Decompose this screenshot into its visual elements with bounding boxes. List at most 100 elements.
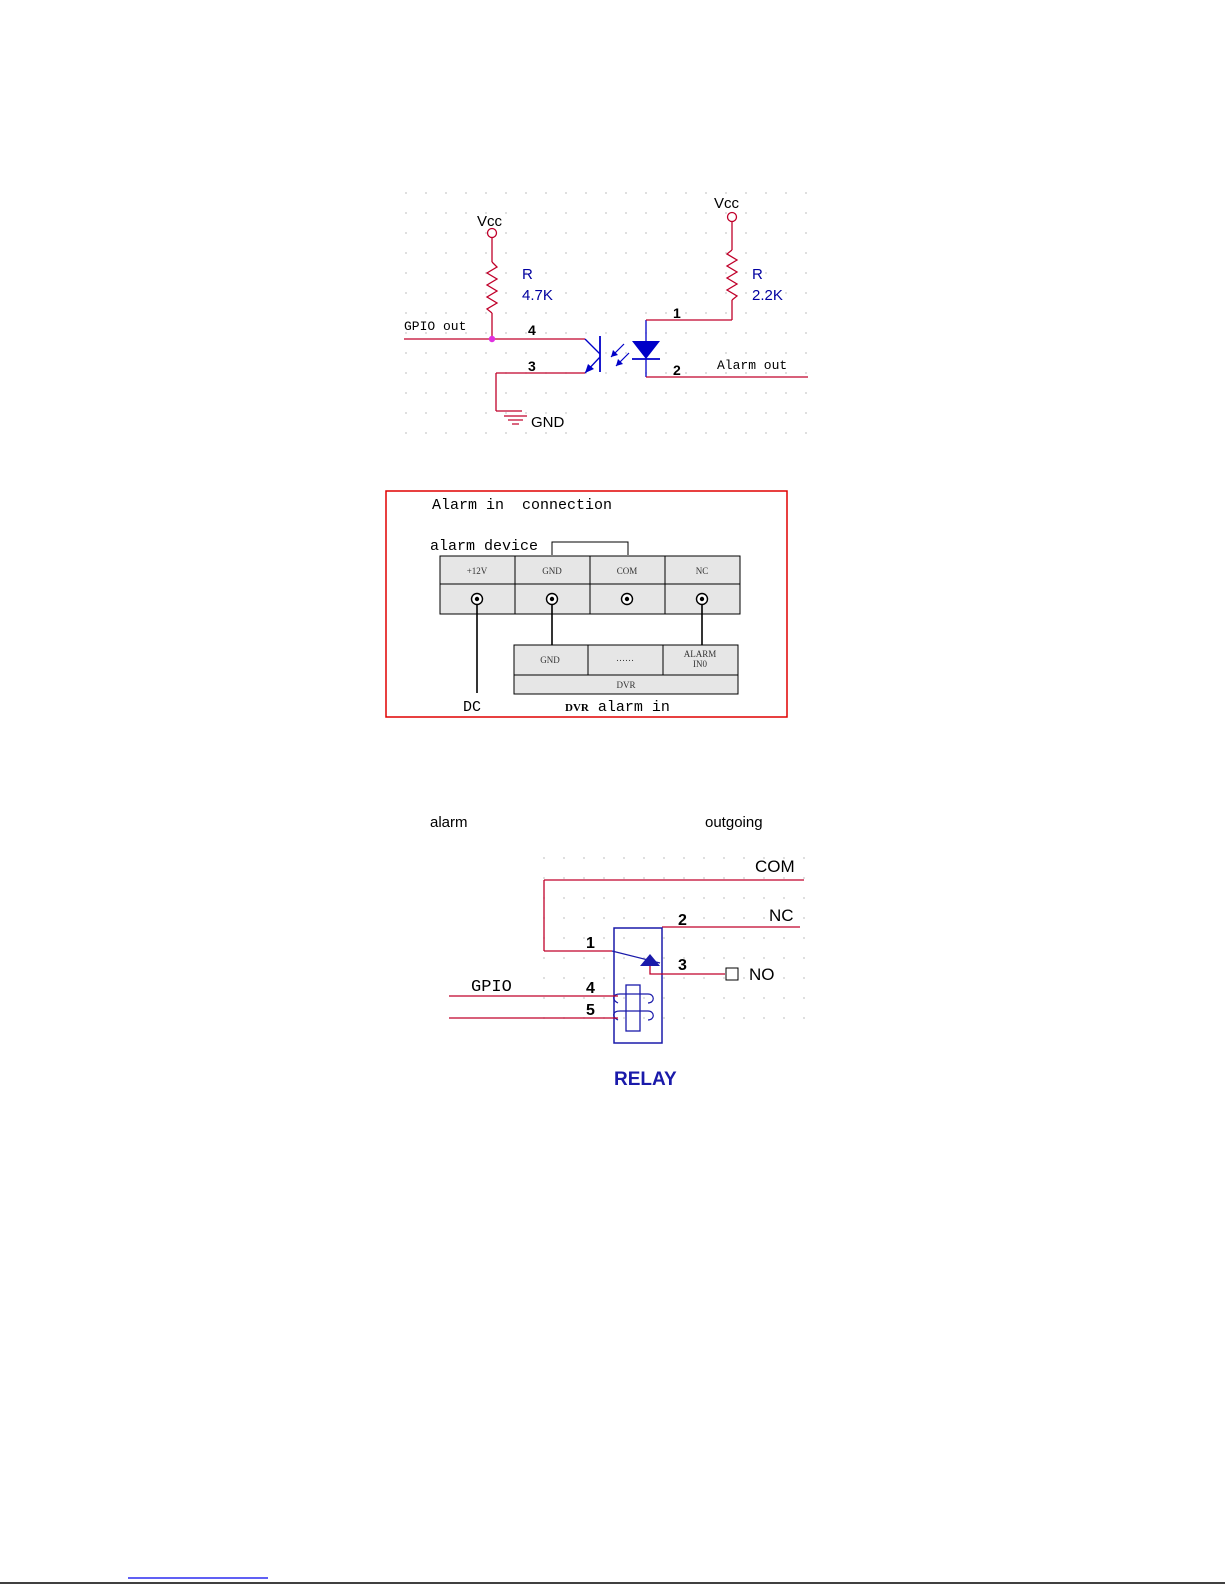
grid-dot	[563, 977, 565, 979]
grid-dot	[685, 312, 687, 314]
grid-dot	[645, 292, 647, 294]
dvr-cell-dots: ……	[616, 653, 634, 663]
com-label: COM	[755, 857, 795, 876]
grid-dot	[783, 997, 785, 999]
grid-dot	[725, 272, 727, 274]
alarm-in-title: Alarm in connection	[432, 497, 612, 514]
grid-dot	[625, 292, 627, 294]
grid-dot	[803, 897, 805, 899]
relay-pin4-label: 4	[586, 980, 595, 997]
grid-dot	[505, 252, 507, 254]
grid-dot	[565, 352, 567, 354]
no-label: NO	[749, 965, 775, 984]
coil-winding-2	[614, 1011, 654, 1020]
grid-dot	[705, 212, 707, 214]
grid-dot	[565, 252, 567, 254]
grid-dot	[805, 232, 807, 234]
grid-dot	[605, 332, 607, 334]
grid-dot	[703, 1017, 705, 1019]
grid-dot	[743, 937, 745, 939]
grid-dot	[705, 372, 707, 374]
grid-dot	[465, 312, 467, 314]
grid-dot	[725, 392, 727, 394]
grid-dot	[585, 392, 587, 394]
grid-dot	[803, 957, 805, 959]
grid-dot	[625, 392, 627, 394]
grid-dot	[465, 292, 467, 294]
grid-dot	[745, 292, 747, 294]
grid-dot	[623, 857, 625, 859]
grid-dot	[643, 897, 645, 899]
grid-dot	[565, 312, 567, 314]
grid-dot	[743, 957, 745, 959]
grid-dot	[705, 332, 707, 334]
grid-dot	[685, 212, 687, 214]
grid-dot	[785, 272, 787, 274]
grid-dot	[683, 937, 685, 939]
grid-dot	[743, 877, 745, 879]
opto-pin3-label: 3	[528, 358, 536, 374]
relay-diagram: alarm outgoing COM NC 2 NO 3 1 GPIO 4 5 …	[430, 814, 805, 1090]
grid-dot	[665, 392, 667, 394]
terminal-screw-gnd	[547, 594, 558, 605]
grid-dot	[603, 857, 605, 859]
grid-dot	[565, 232, 567, 234]
grid-dot	[723, 957, 725, 959]
grid-dot	[625, 192, 627, 194]
grid-dot	[405, 252, 407, 254]
grid-dot	[605, 312, 607, 314]
grid-dot	[445, 192, 447, 194]
grid-dot	[683, 977, 685, 979]
grid-dot	[765, 212, 767, 214]
dvr-caption-rest: alarm in	[589, 699, 670, 716]
grid-dot	[445, 232, 447, 234]
grid-dot	[505, 212, 507, 214]
grid-dot	[625, 252, 627, 254]
grid-dot	[465, 392, 467, 394]
grid-dot	[465, 432, 467, 434]
dvr-caption-bold: DVR	[565, 702, 590, 714]
grid-dot	[685, 372, 687, 374]
grid-dot	[485, 432, 487, 434]
grid-dot	[425, 212, 427, 214]
grid-dot	[705, 252, 707, 254]
grid-dot	[465, 192, 467, 194]
grid-dot	[505, 412, 507, 414]
relay-pin1-label: 1	[586, 935, 595, 952]
grid-dot	[803, 1017, 805, 1019]
grid-dot	[763, 957, 765, 959]
grid-dot	[565, 292, 567, 294]
no-terminal-square	[726, 968, 738, 980]
grid-dot	[645, 252, 647, 254]
relay-pin3-label: 3	[678, 957, 687, 974]
grid-dot	[785, 192, 787, 194]
grid-dot	[685, 352, 687, 354]
grid-dot	[445, 212, 447, 214]
grid-dot	[743, 917, 745, 919]
grid-dot	[583, 957, 585, 959]
grid-dot	[623, 937, 625, 939]
grid-dot	[525, 212, 527, 214]
dvr-cell-gnd: GND	[540, 655, 560, 665]
grid-dot	[585, 192, 587, 194]
resistor-right-value: 2.2K	[752, 287, 783, 304]
grid-dot	[763, 937, 765, 939]
grid-dot	[563, 877, 565, 879]
grid-dot	[725, 332, 727, 334]
grid-dot	[643, 857, 645, 859]
grid-dot	[623, 1017, 625, 1019]
grid-dot	[783, 1017, 785, 1019]
grid-dot	[545, 272, 547, 274]
grid-dot	[763, 997, 765, 999]
grid-dot	[705, 292, 707, 294]
grid-dot	[545, 192, 547, 194]
grid-dot	[803, 937, 805, 939]
relay-outgoing-label: outgoing	[705, 814, 763, 831]
grid-dot	[685, 292, 687, 294]
grid-dot	[623, 917, 625, 919]
gpio-label: GPIO	[471, 978, 512, 997]
grid-dot	[725, 192, 727, 194]
grid-dot	[425, 292, 427, 294]
optocoupler-diagram: Vcc R 4.7K GPIO out 4 GND 3	[404, 192, 808, 434]
grid-dot	[805, 332, 807, 334]
